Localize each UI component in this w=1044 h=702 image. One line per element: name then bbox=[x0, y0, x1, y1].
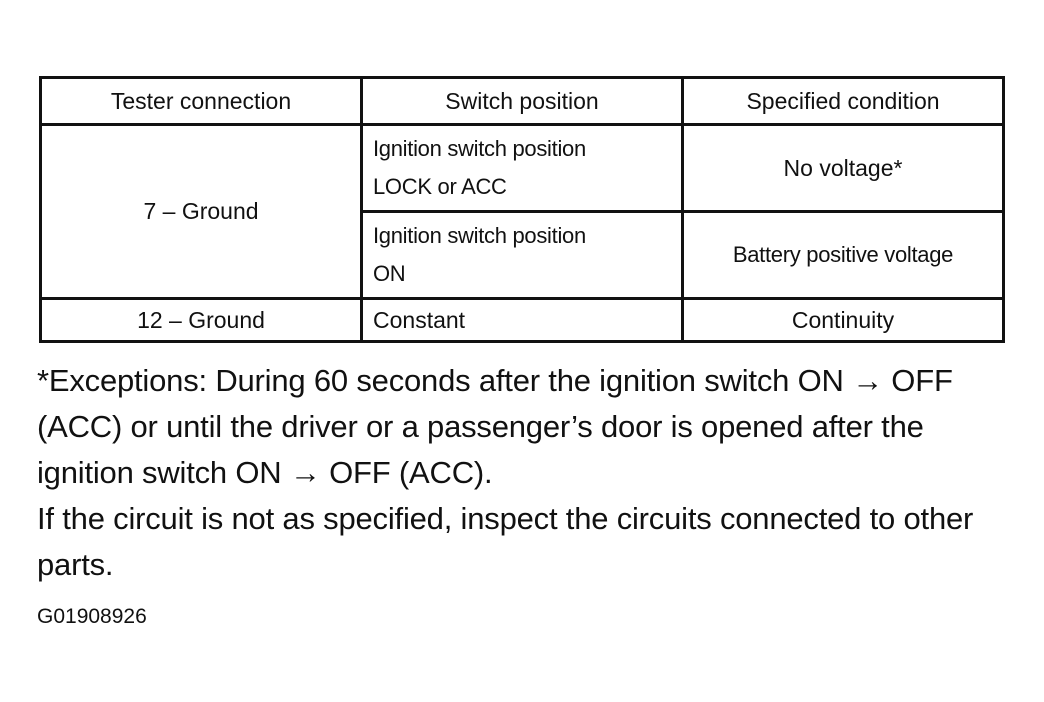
switch-position-line1: Ignition switch position bbox=[373, 136, 586, 161]
exceptions-note: *Exceptions: During 60 seconds after the… bbox=[37, 363, 953, 490]
tester-connection-cell: 12 – Ground bbox=[39, 297, 363, 343]
switch-position-cell: Constant bbox=[360, 297, 684, 343]
header-tester-connection: Tester connection bbox=[39, 76, 363, 126]
specified-condition-cell: Battery positive voltage bbox=[681, 210, 1005, 300]
table-row: 7 – Ground Ignition switch position LOCK… bbox=[39, 123, 1005, 300]
notes-section: *Exceptions: During 60 seconds after the… bbox=[37, 358, 1012, 588]
switch-position-cell: Ignition switch position LOCK or ACC bbox=[360, 123, 684, 213]
specified-condition-cell: No voltage* bbox=[681, 123, 1005, 213]
specified-condition-cell: Continuity bbox=[681, 297, 1005, 343]
header-specified-condition: Specified condition bbox=[681, 76, 1005, 126]
header-switch-position: Switch position bbox=[360, 76, 684, 126]
switch-position-line2: LOCK or ACC bbox=[373, 174, 507, 199]
table-header-row: Tester connection Switch position Specif… bbox=[39, 76, 1005, 126]
instruction-note: If the circuit is not as specified, insp… bbox=[37, 501, 974, 582]
switch-position-line2: ON bbox=[373, 261, 406, 286]
table-row: 12 – Ground Constant Continuity bbox=[39, 297, 1005, 343]
table-row: Ignition switch position ON Battery posi… bbox=[41, 210, 1005, 300]
specification-table: Tester connection Switch position Specif… bbox=[39, 76, 1005, 343]
tester-connection-cell: 7 – Ground bbox=[39, 123, 363, 300]
switch-position-cell: Ignition switch position ON bbox=[360, 210, 684, 300]
switch-position-line1: Ignition switch position bbox=[373, 223, 586, 248]
figure-id: G01908926 bbox=[37, 605, 147, 628]
